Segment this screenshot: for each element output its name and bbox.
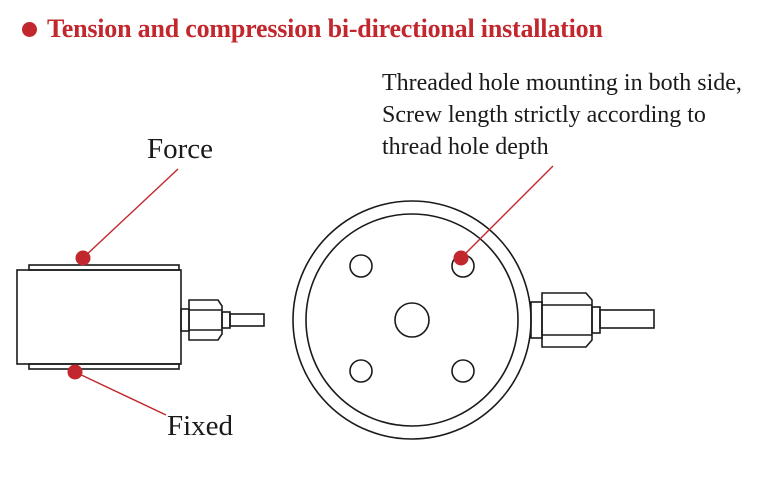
center-hole [394, 302, 430, 338]
fixed-label: Fixed [167, 410, 234, 442]
top-view-load-cell [292, 200, 655, 440]
mounting-hole-bottom-right [451, 359, 475, 383]
side-cable [229, 313, 265, 327]
bottom-mounting-plate [28, 363, 180, 370]
note-line-3: thread hole depth [382, 134, 549, 160]
heading-title: Tension and compression bi-directional i… [47, 14, 603, 43]
mounting-hole-bottom-left [349, 359, 373, 383]
callouts [67, 165, 554, 416]
force-label: Force [147, 133, 214, 165]
note-line-1: Threaded hole mounting in both side, [382, 70, 742, 96]
section-heading: Tension and compression bi-directional i… [22, 12, 603, 46]
inner-ring [305, 213, 519, 427]
threaded-hole-leader-line [460, 165, 554, 259]
top-cable-connector [530, 292, 655, 348]
sensor-body [16, 269, 182, 365]
threaded-hole-note: Threaded hole mounting in both side, Scr… [382, 67, 742, 163]
fixed-marker-dot [67, 364, 83, 380]
top-cable [599, 309, 655, 329]
outer-ring [292, 200, 532, 440]
side-cable-connector [180, 299, 265, 341]
fixed-leader-line [74, 371, 167, 416]
threaded-hole-marker-dot [453, 250, 469, 266]
force-leader-line [82, 168, 179, 259]
bullet-icon [22, 21, 37, 37]
mounting-hole-top-left [349, 254, 373, 278]
force-marker-dot [75, 250, 91, 266]
note-line-2: Screw length strictly according to [382, 102, 706, 128]
side-view-load-cell [16, 264, 265, 370]
